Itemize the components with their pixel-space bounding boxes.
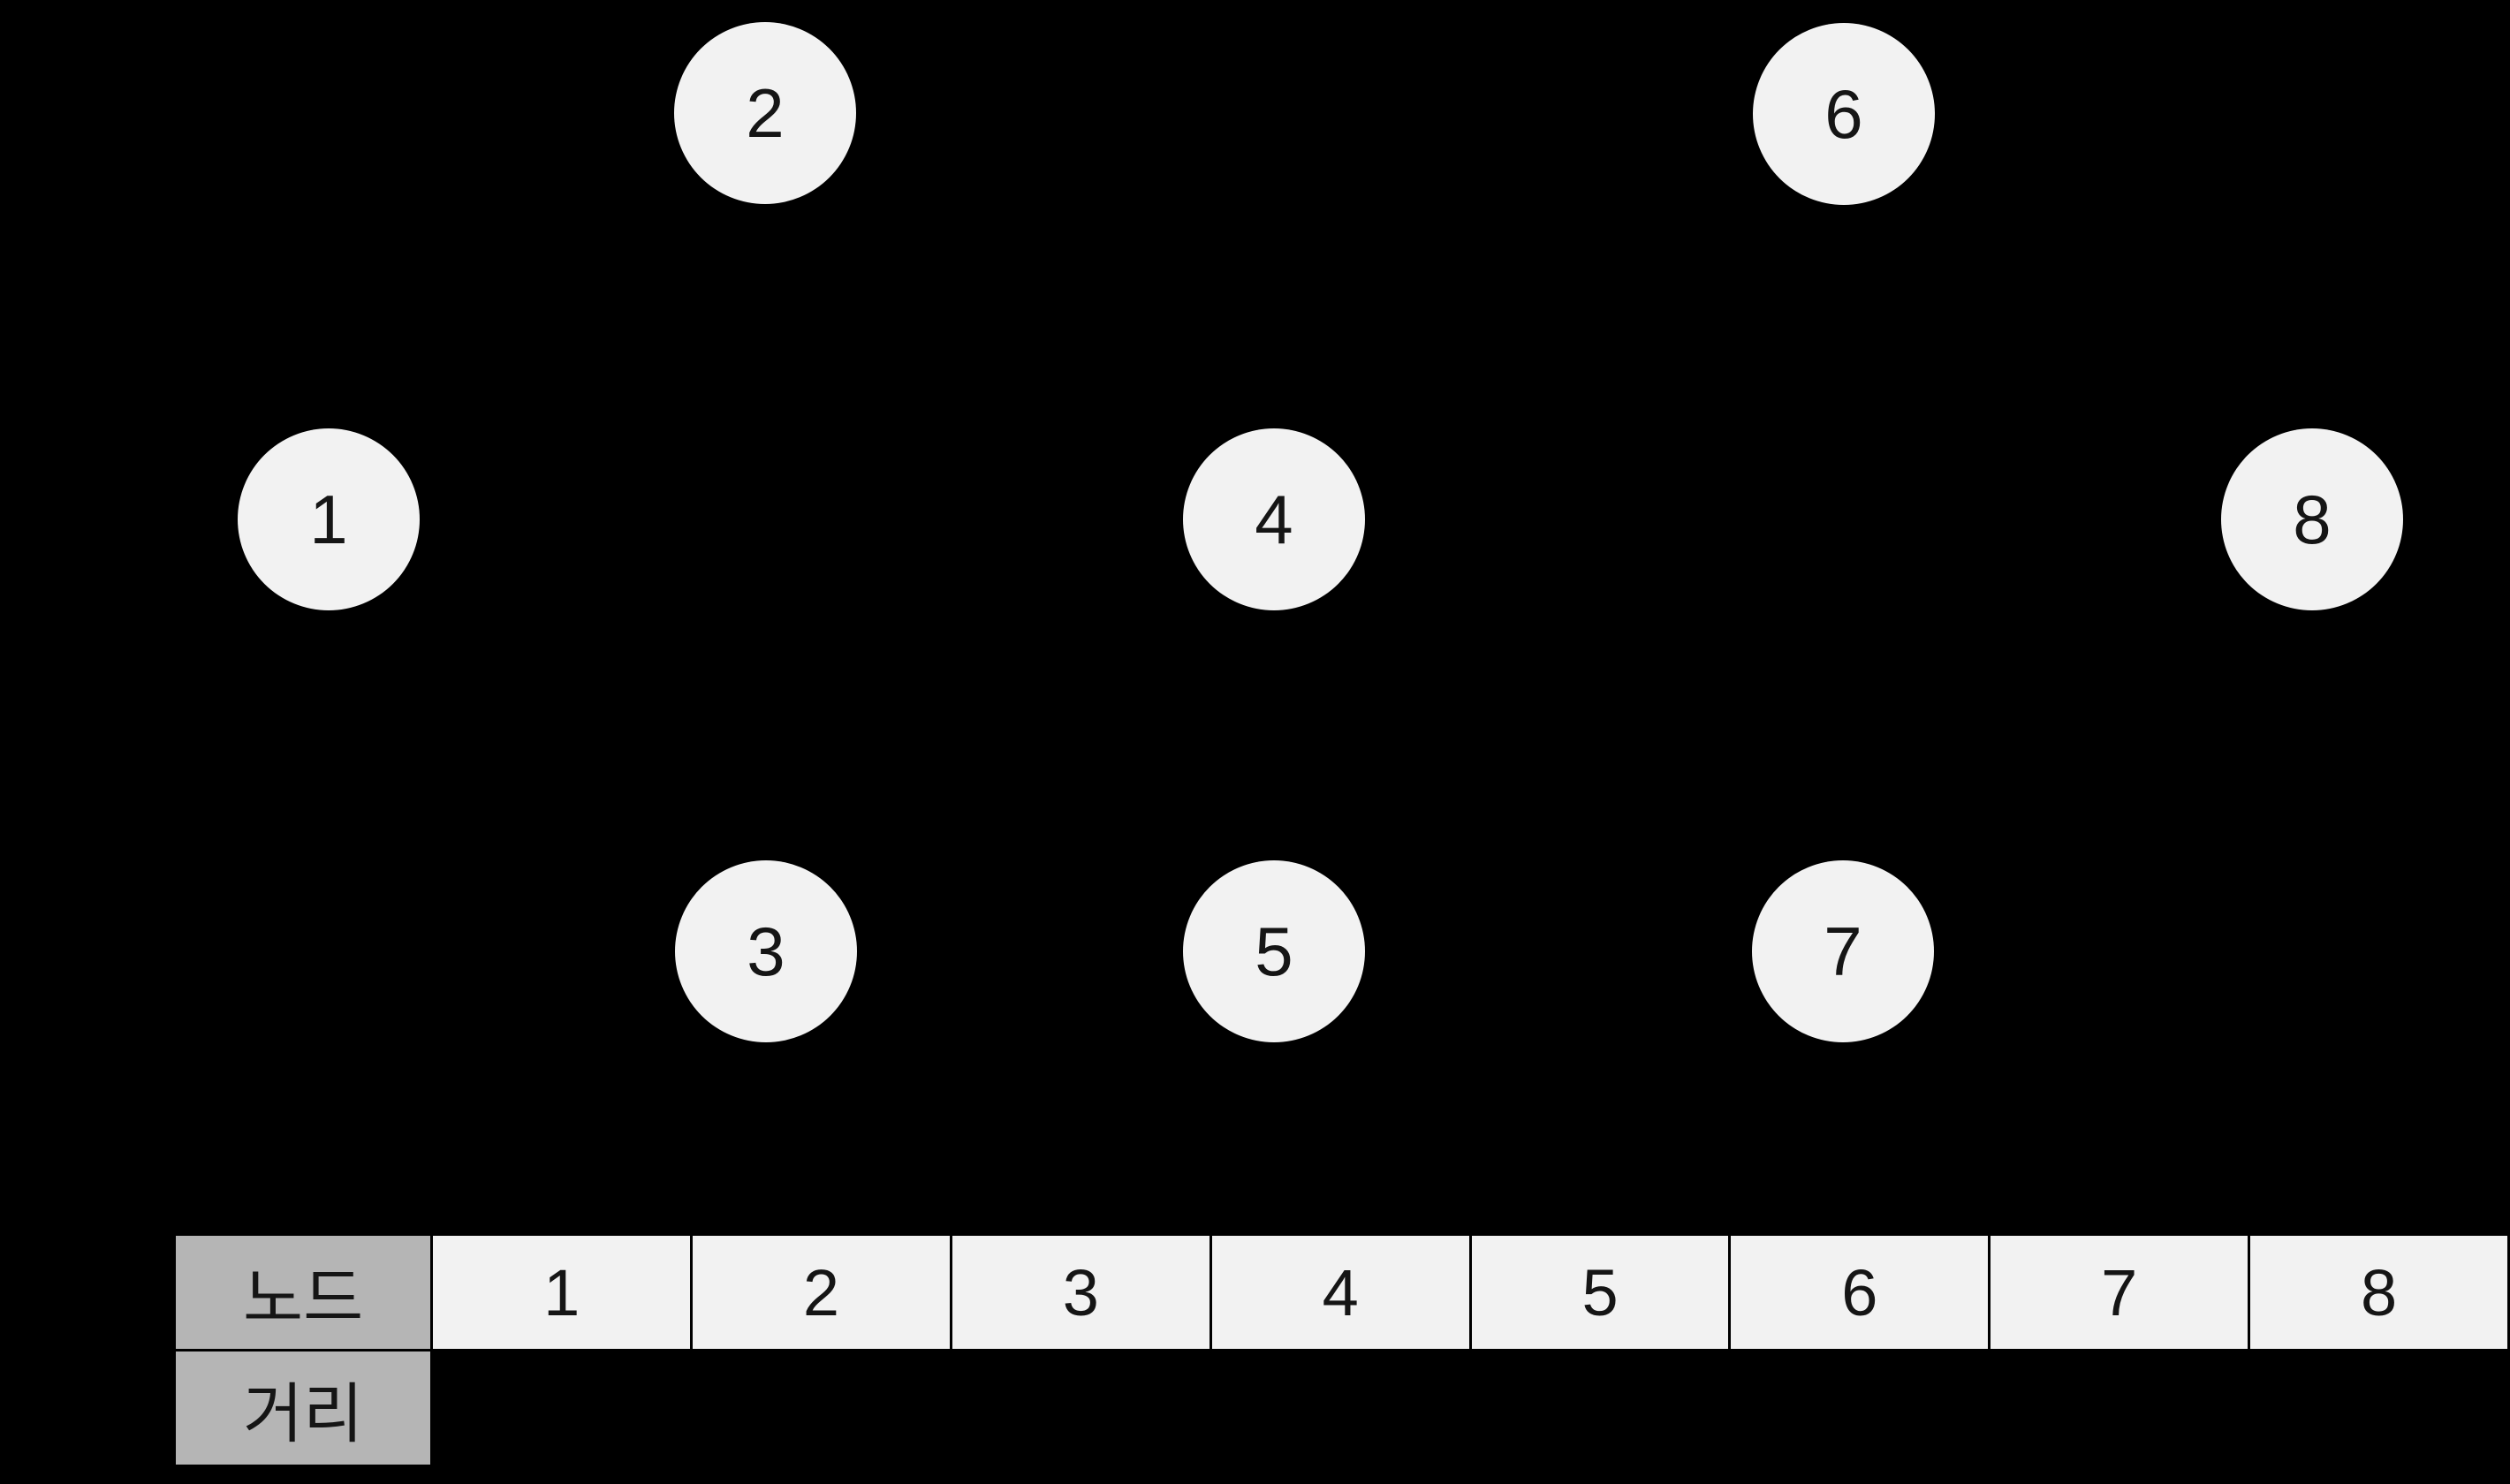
graph-node-7: 7 xyxy=(1752,860,1934,1042)
distance-cell-5 xyxy=(1470,1351,1730,1466)
node-cell-7: 7 xyxy=(1988,1233,2251,1352)
graph-node-2: 2 xyxy=(674,22,856,204)
node-cell-6: 6 xyxy=(1728,1233,1991,1352)
node-cell-5: 5 xyxy=(1468,1233,1732,1352)
distance-cell-8 xyxy=(2249,1351,2509,1466)
node-cell-3: 3 xyxy=(949,1233,1212,1352)
graph-node-4: 4 xyxy=(1183,428,1365,610)
distance-table: 노드 1 2 3 4 5 6 7 8 거리 xyxy=(172,1233,2510,1467)
distance-cell-2 xyxy=(692,1351,952,1466)
distance-row-header: 거리 xyxy=(172,1349,434,1467)
node-row: 노드 1 2 3 4 5 6 7 8 xyxy=(172,1233,2510,1352)
node-row-header: 노드 xyxy=(172,1233,434,1352)
node-cell-1: 1 xyxy=(430,1233,694,1352)
distance-row: 거리 xyxy=(172,1349,2509,1467)
graph-node-3: 3 xyxy=(675,860,857,1042)
node-cell-4: 4 xyxy=(1209,1233,1472,1352)
node-cell-2: 2 xyxy=(690,1233,952,1352)
graph-node-1: 1 xyxy=(238,428,420,610)
graph-node-6: 6 xyxy=(1753,23,1935,205)
distance-cell-4 xyxy=(1210,1351,1470,1466)
graph-node-8: 8 xyxy=(2221,428,2403,610)
distance-cell-6 xyxy=(1730,1351,1990,1466)
distance-cell-3 xyxy=(951,1351,1210,1466)
distance-cell-7 xyxy=(1990,1351,2249,1466)
graph-node-5: 5 xyxy=(1183,860,1365,1042)
distance-cell-1 xyxy=(432,1351,692,1466)
node-cell-8: 8 xyxy=(2248,1233,2510,1352)
